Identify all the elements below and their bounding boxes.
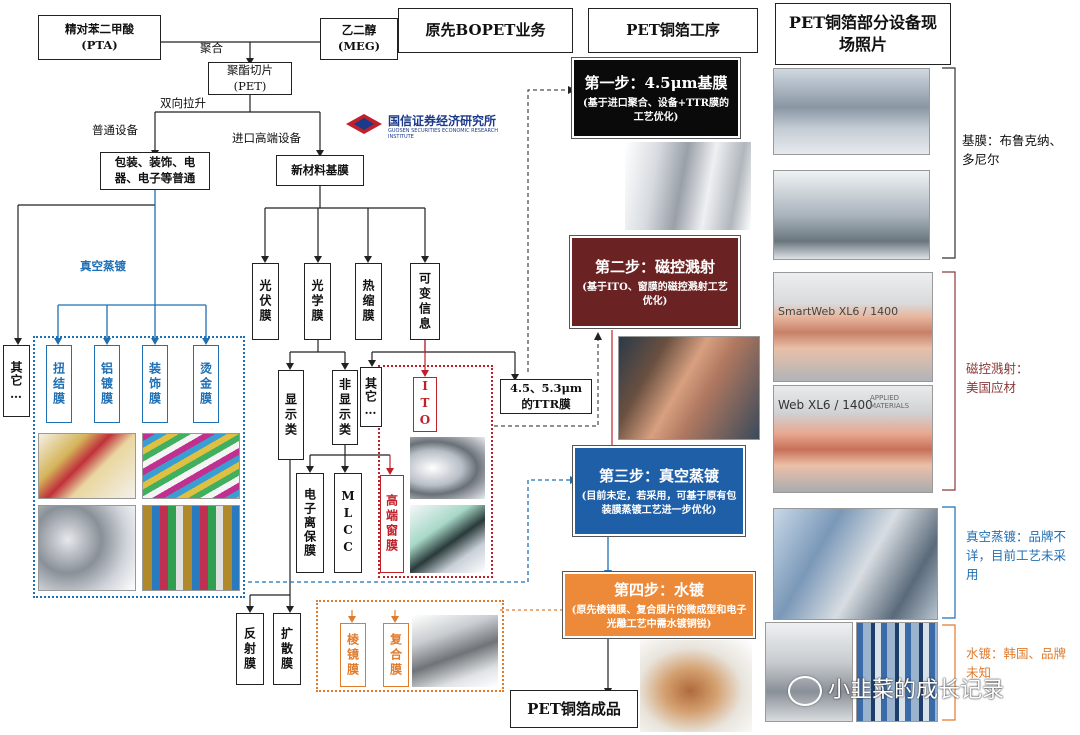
polymerize-label: 聚合 <box>200 41 223 55</box>
step-1-title: 第一步：4.5μm基膜 <box>584 73 728 92</box>
electronics-film-box: 电子离保膜 <box>296 473 324 573</box>
water-machine-photo-2 <box>856 622 938 722</box>
step-4: 第四步：水镀 (原先棱镜膜、复合膜片的微成型和电子光雕工艺中需水镀铜锐) <box>562 571 756 639</box>
film-left-1: 扭结膜 <box>46 345 72 423</box>
window-film-photo <box>410 505 485 573</box>
applied-materials-logo: APPLIED MATERIALS <box>870 394 910 410</box>
aluminum-rolls-photo <box>38 505 136 591</box>
header-bopet: 原先BOPET业务 <box>398 8 573 53</box>
meg-box: 乙二醇 (MEG) <box>320 18 398 60</box>
film-left-3: 装饰膜 <box>142 345 168 423</box>
foil-rolls-photo <box>142 505 240 591</box>
import-equipment-label: 进口高端设备 <box>232 131 301 145</box>
film-left-2: 铝镀膜 <box>94 345 120 423</box>
vacuum-machine-photo <box>773 508 938 620</box>
ito-box: ITO <box>413 377 437 432</box>
logo-name: 国信证券经济研究所 <box>388 114 497 128</box>
watermark: 小韭菜的成长记录 <box>788 670 1058 710</box>
ito-products-frame <box>378 365 493 578</box>
other-box-2: 其它… <box>360 367 382 427</box>
caption-vacuum: 真空蒸镀：品牌不详，目前工艺未采用 <box>966 529 1067 582</box>
film-mid-3: 热缩膜 <box>355 263 382 340</box>
header-copper: PET铜箔工序 <box>588 8 758 53</box>
step-4-sub: (原先棱镜膜、复合膜片的微成型和电子光雕工艺中需水镀铜锐) <box>571 604 747 630</box>
caption-sputter: 磁控溅射： 美国应材 <box>966 361 1029 395</box>
sputter-machine-label: SmartWeb XL6 / 1400 <box>778 305 899 318</box>
packaging-box: 包装、装饰、电 器、电子等普通 <box>100 152 210 190</box>
final-product-box: PET铜箔成品 <box>510 690 638 728</box>
guosen-logo: 国信证券经济研究所 GUOSEN SECURITIES ECONOMIC RES… <box>344 112 524 140</box>
wechat-icon <box>788 676 822 706</box>
colored-rolls-photo <box>142 433 240 499</box>
mlcc-box: MLCC <box>334 473 362 573</box>
header-photos: PET铜箔部分设备现场照片 <box>775 3 951 65</box>
prism-film-photo <box>412 615 498 687</box>
window-film-box: 高端窗膜 <box>380 475 404 573</box>
step-3-title: 第三步：真空蒸镀 <box>598 466 719 485</box>
other-box: 其它… <box>3 345 30 417</box>
pet-chip-box: 聚酯切片 (PET) <box>208 62 292 95</box>
watermark-text: 小韭菜的成长记录 <box>828 678 1005 703</box>
step-3: 第三步：真空蒸镀 (目前未定，若采用，可基于原有包装膜蒸镀工艺进一步优化) <box>572 445 746 537</box>
ttr-box: 4.5、5.3μm 的TTR膜 <box>500 379 592 414</box>
copper-foil-photo <box>640 640 752 732</box>
ribbon-photo <box>38 433 136 499</box>
base-film-machine-photo-1 <box>773 68 930 155</box>
film-left-4: 烫金膜 <box>193 345 219 423</box>
step-1: 第一步：4.5μm基膜 (基于进口聚合、设备+TTR膜的工艺优化) <box>571 57 741 139</box>
new-material-box: 新材料基膜 <box>276 155 364 186</box>
caption-water: 水镀：韩国、品牌未知 <box>966 646 1067 680</box>
film-mid-2: 光学膜 <box>304 263 331 340</box>
sputter-machine-photo-1: SmartWeb XL6 / 1400 <box>773 272 933 382</box>
prism-box: 棱镜膜 <box>340 623 366 687</box>
pta-box: 精对苯二甲酸 (PTA) <box>38 15 161 60</box>
water-products-frame <box>316 600 504 692</box>
caption-base: 基膜：布鲁克纳、多尼尔 <box>962 133 1063 167</box>
ito-roll-photo <box>410 437 485 499</box>
normal-equipment-label: 普通设备 <box>92 123 138 137</box>
step-1-sub: (基于进口聚合、设备+TTR膜的工艺优化) <box>583 97 729 123</box>
non-display-box: 非显示类 <box>332 370 358 445</box>
composite-box: 复合膜 <box>383 623 409 687</box>
display-box: 显示类 <box>278 370 304 460</box>
vacuum-label: 真空蒸镀 <box>80 259 126 273</box>
step-2: 第二步：磁控溅射 (基于ITO、窗膜的磁控溅射工艺优化) <box>569 235 741 329</box>
logo-english: GUOSEN SECURITIES ECONOMIC RESEARCH INST… <box>388 128 499 140</box>
step-2-sub: (基于ITO、窗膜的磁控溅射工艺优化) <box>582 281 728 307</box>
sputter-machine-photo-2: Web XL6 / 1400 APPLIED MATERIALS <box>773 385 933 493</box>
base-film-roll-photo <box>625 142 751 230</box>
film-mid-1: 光伏膜 <box>252 263 279 340</box>
base-film-machine-photo-2 <box>773 170 930 260</box>
film-mid-4: 可变信息 <box>410 263 440 340</box>
sputter-photo <box>618 336 760 440</box>
vacuum-products-frame <box>33 336 245 598</box>
diffusion-box: 扩散膜 <box>273 613 301 685</box>
step-4-title: 第四步：水镀 <box>613 580 704 599</box>
biaxial-label: 双向拉升 <box>160 96 206 110</box>
step-3-sub: (目前未定，若采用，可基于原有包装膜蒸镀工艺进一步优化) <box>581 490 737 516</box>
step-2-title: 第二步：磁控溅射 <box>594 257 715 276</box>
sputter-machine-label-2: Web XL6 / 1400 <box>778 398 873 412</box>
reflective-box: 反射膜 <box>236 613 264 685</box>
